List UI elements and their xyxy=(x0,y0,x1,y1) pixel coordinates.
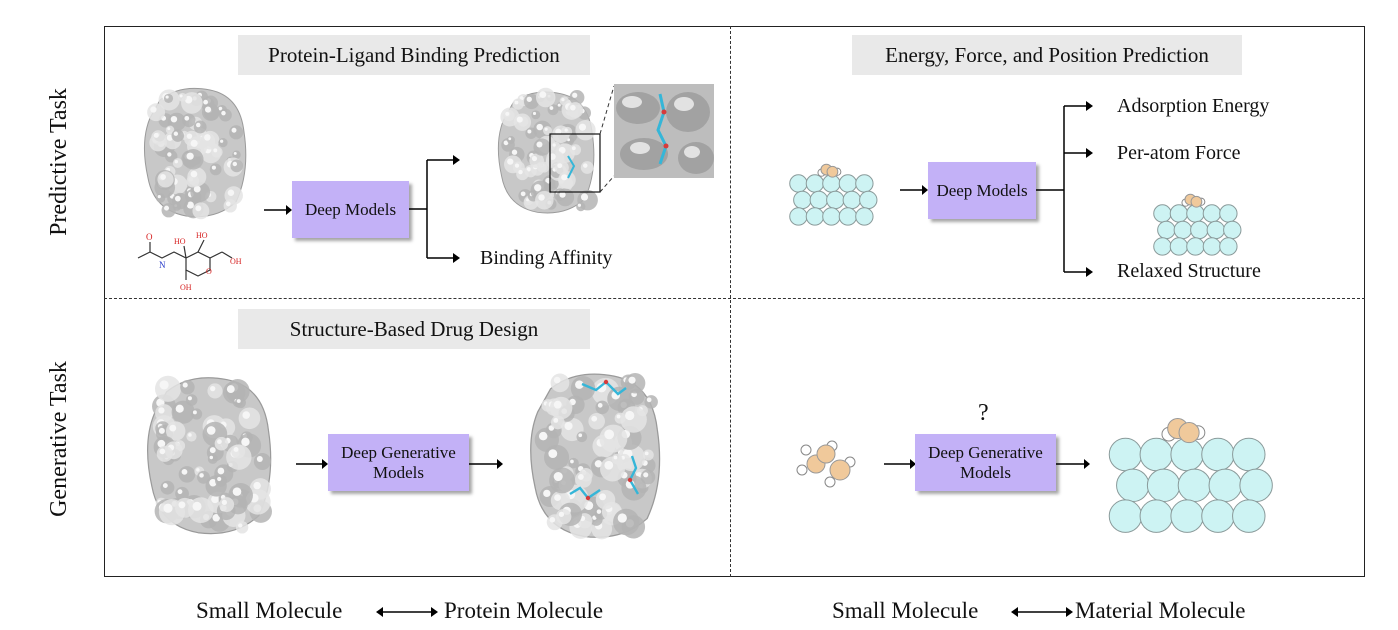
axis-left-from: Small Molecule xyxy=(196,598,343,623)
row-label-generative: Generative Task xyxy=(46,361,72,517)
axis-right-to: Material Molecule xyxy=(1075,598,1246,623)
branch-arrows-tl xyxy=(409,155,460,263)
panel-title-binding-prediction: Protein-Ligand Binding Prediction xyxy=(238,35,590,75)
axis-left-to: Protein Molecule xyxy=(444,598,604,623)
generated-ligands xyxy=(569,379,640,501)
horizontal-divider xyxy=(104,298,1365,299)
protein-pocket-input xyxy=(147,375,272,535)
generated-ligand-complex xyxy=(530,372,661,540)
deep-models-box-top-left: Deep Models xyxy=(292,181,409,238)
output-relaxed-structure: Relaxed Structure xyxy=(1117,260,1261,282)
arrow-to-deep-models-tr xyxy=(900,185,928,195)
deep-models-box-top-right: Deep Models xyxy=(928,162,1036,219)
relaxed-structure-image xyxy=(1153,193,1242,256)
ligand-atom-ho1: HO xyxy=(174,237,186,246)
vertical-divider xyxy=(730,26,731,577)
row-label-predictive: Predictive Task xyxy=(46,88,72,236)
binding-affinity-label: Binding Affinity xyxy=(480,247,613,269)
deep-generative-models-box-bottom-left: Deep Generative Models xyxy=(328,434,469,491)
panel-title-energy-force: Energy, Force, and Position Prediction xyxy=(852,35,1242,75)
unexplored-question-mark: ? xyxy=(978,400,989,426)
ligand-molecule: O N HO HO O OH OH xyxy=(137,231,242,292)
binding-site-zoom xyxy=(549,84,714,193)
adsorbate-molecule xyxy=(796,440,856,488)
axis-left-double-arrow xyxy=(376,607,438,617)
branch-arrows-tr xyxy=(1036,101,1093,277)
ligand-atom-oh1: OH xyxy=(230,257,242,266)
arrow-to-generative-br xyxy=(884,459,916,469)
output-adsorption-energy: Adsorption Energy xyxy=(1117,95,1270,117)
ligand-atom-o2: O xyxy=(206,267,212,276)
panel-title-drug-design: Structure-Based Drug Design xyxy=(238,309,590,349)
deep-generative-models-box-bottom-right: Deep Generative Models xyxy=(915,434,1056,491)
protein-structure-input xyxy=(144,87,247,220)
axis-right-double-arrow xyxy=(1011,607,1073,617)
ligand-atom-n: N xyxy=(159,260,166,270)
ligand-atom-oh2: OH xyxy=(180,283,192,292)
generated-material-structure xyxy=(1108,417,1273,533)
catalyst-slab-input xyxy=(789,163,878,226)
arrow-from-generative-bl xyxy=(469,459,503,469)
ligand-atom-ho2: HO xyxy=(196,231,208,240)
arrow-to-deep-models-tl xyxy=(264,205,292,215)
arrow-from-generative-br xyxy=(1056,459,1090,469)
diagram-frame xyxy=(104,26,1365,577)
arrow-to-generative-bl xyxy=(296,459,328,469)
output-per-atom-force: Per-atom Force xyxy=(1117,142,1241,164)
axis-right-from: Small Molecule xyxy=(832,598,979,623)
ligand-atom-o1: O xyxy=(146,232,153,242)
